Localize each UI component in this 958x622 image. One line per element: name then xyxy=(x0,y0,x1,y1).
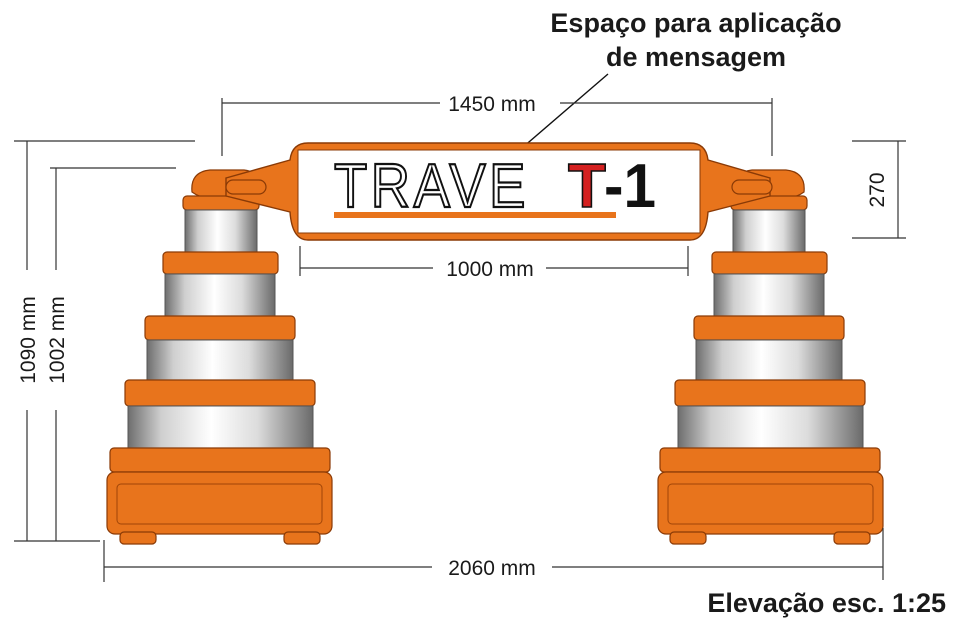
dim-base-width-label: 2060 mm xyxy=(448,557,536,580)
leader-arrow xyxy=(513,73,609,156)
dim-cone-height: 1002 mm xyxy=(46,167,176,541)
dim-inner-width-label: 1000 mm xyxy=(446,258,534,281)
dim-top-width: 1450 mm xyxy=(221,93,773,156)
dim-sign-height-label: 270 xyxy=(866,172,889,207)
dim-total-height-label: 1090 mm xyxy=(17,296,40,384)
dim-sign-height: 270 xyxy=(852,140,906,239)
scale-caption: Elevação esc. 1:25 xyxy=(707,588,946,618)
sign-underline xyxy=(334,212,616,218)
heading-line-1: Espaço para aplicação xyxy=(550,8,841,38)
sign-text-number: -1 xyxy=(604,152,656,221)
dim-total-height: 1090 mm xyxy=(14,140,195,542)
dim-cone-height-label: 1002 mm xyxy=(46,296,69,384)
left-cone xyxy=(106,169,333,545)
sign-text-main: TRAVE xyxy=(334,152,529,221)
dim-base-width: 2060 mm xyxy=(103,528,884,582)
sign-text-t: T xyxy=(568,152,606,221)
dim-top-width-label: 1450 mm xyxy=(448,93,536,116)
message-panel xyxy=(297,149,701,234)
heading-line-2: de mensagem xyxy=(606,42,786,72)
crossbar-sign: TRAVE T -1 xyxy=(225,142,773,241)
dim-inner-width: 1000 mm xyxy=(299,246,689,281)
